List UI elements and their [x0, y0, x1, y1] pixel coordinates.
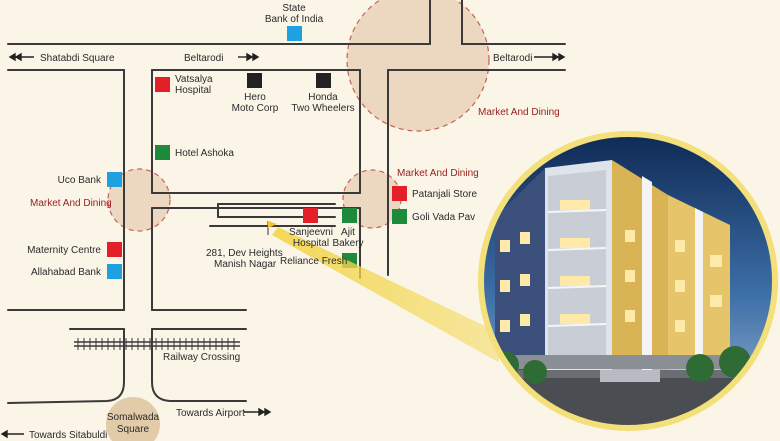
hotel-ashoka-label: Hotel Ashoka [175, 148, 234, 159]
somalwada-label-line2: Square [117, 424, 150, 435]
road-label-shatabdi: Shatabdi Square [40, 53, 115, 64]
uco-bank-marker-icon[interactable] [107, 172, 122, 187]
ajit-label-line1: Ajit [341, 227, 355, 238]
railway-track [74, 338, 240, 350]
hero-label-line2: Moto Corp [232, 103, 279, 114]
state-bank-label-line1: State [282, 3, 306, 14]
goli-vada-pav-marker-icon[interactable] [392, 209, 407, 224]
vatsalya-label-line2: Hospital [175, 85, 211, 96]
maternity-centre-label: Maternity Centre [27, 245, 101, 256]
vatsalya-hospital-marker-icon[interactable] [155, 77, 170, 92]
arrow-icon-left [8, 52, 34, 62]
road-label-beltarodi-left: Beltarodi [184, 53, 223, 64]
ajit-label-line2: Bakery [332, 238, 363, 249]
map-markers [107, 26, 407, 279]
uco-bank-label: Uco Bank [58, 175, 102, 186]
highlight-beam [272, 227, 510, 362]
allahabad-bank-marker-icon[interactable] [107, 264, 122, 279]
ajit-bakery-marker-icon[interactable] [342, 208, 357, 223]
road-label-beltarodi-right: Beltarodi [493, 53, 532, 64]
allahabad-bank-label: Allahabad Bank [31, 267, 102, 278]
project-address-line1: 281, Dev Heights [206, 248, 283, 259]
project-address-line2: Manish Nagar [214, 259, 277, 270]
zone-circle-top-right [346, 0, 490, 132]
honda-label-line1: Honda [308, 92, 338, 103]
zone-circles [106, 0, 490, 441]
sanjeevni-hospital-marker-icon[interactable] [303, 208, 318, 223]
maternity-centre-marker-icon[interactable] [107, 242, 122, 257]
hero-label-line1: Hero [244, 92, 266, 103]
somalwada-label-line1: Somalwada [107, 412, 160, 423]
vatsalya-label-line1: Vatsalya [175, 74, 213, 85]
road-label-railway-crossing: Railway Crossing [163, 352, 240, 363]
state-bank-marker-icon[interactable] [287, 26, 302, 41]
arrow-icon-airport [244, 407, 272, 417]
flag-icon[interactable] [267, 221, 277, 235]
road-label-airport: Towards Airport [176, 408, 245, 419]
patanjali-store-marker-icon[interactable] [392, 186, 407, 201]
sanjeevni-label-line2: Hospital [293, 238, 329, 249]
honda-marker-icon[interactable] [316, 73, 331, 88]
arrow-icon-sitabuldi [0, 429, 24, 439]
state-bank-label-line2: Bank of India [265, 14, 324, 25]
direction-arrows [0, 52, 566, 439]
road-network [7, 0, 566, 404]
road-label-sitabuldi: Towards Sitabuldi [29, 430, 107, 441]
hero-motocorp-marker-icon[interactable] [247, 73, 262, 88]
hotel-ashoka-marker-icon[interactable] [155, 145, 170, 160]
zone-label-top-right: Market And Dining [478, 107, 560, 118]
reliance-fresh-label: Reliance Fresh [280, 256, 347, 267]
patanjali-store-label: Patanjali Store [412, 189, 477, 200]
goli-vada-pav-label: Goli Vada Pav [412, 212, 475, 223]
sanjeevni-label-line1: Sanjeevni [289, 227, 333, 238]
somalwada-square-circle [106, 397, 160, 441]
zone-label-left: Market And Dining [30, 198, 112, 209]
honda-label-line2: Two Wheelers [291, 103, 354, 114]
zone-label-middle: Market And Dining [397, 168, 479, 179]
arrow-icon-beltarodi-left [238, 52, 260, 62]
arrow-icon-beltarodi-right [534, 52, 566, 62]
